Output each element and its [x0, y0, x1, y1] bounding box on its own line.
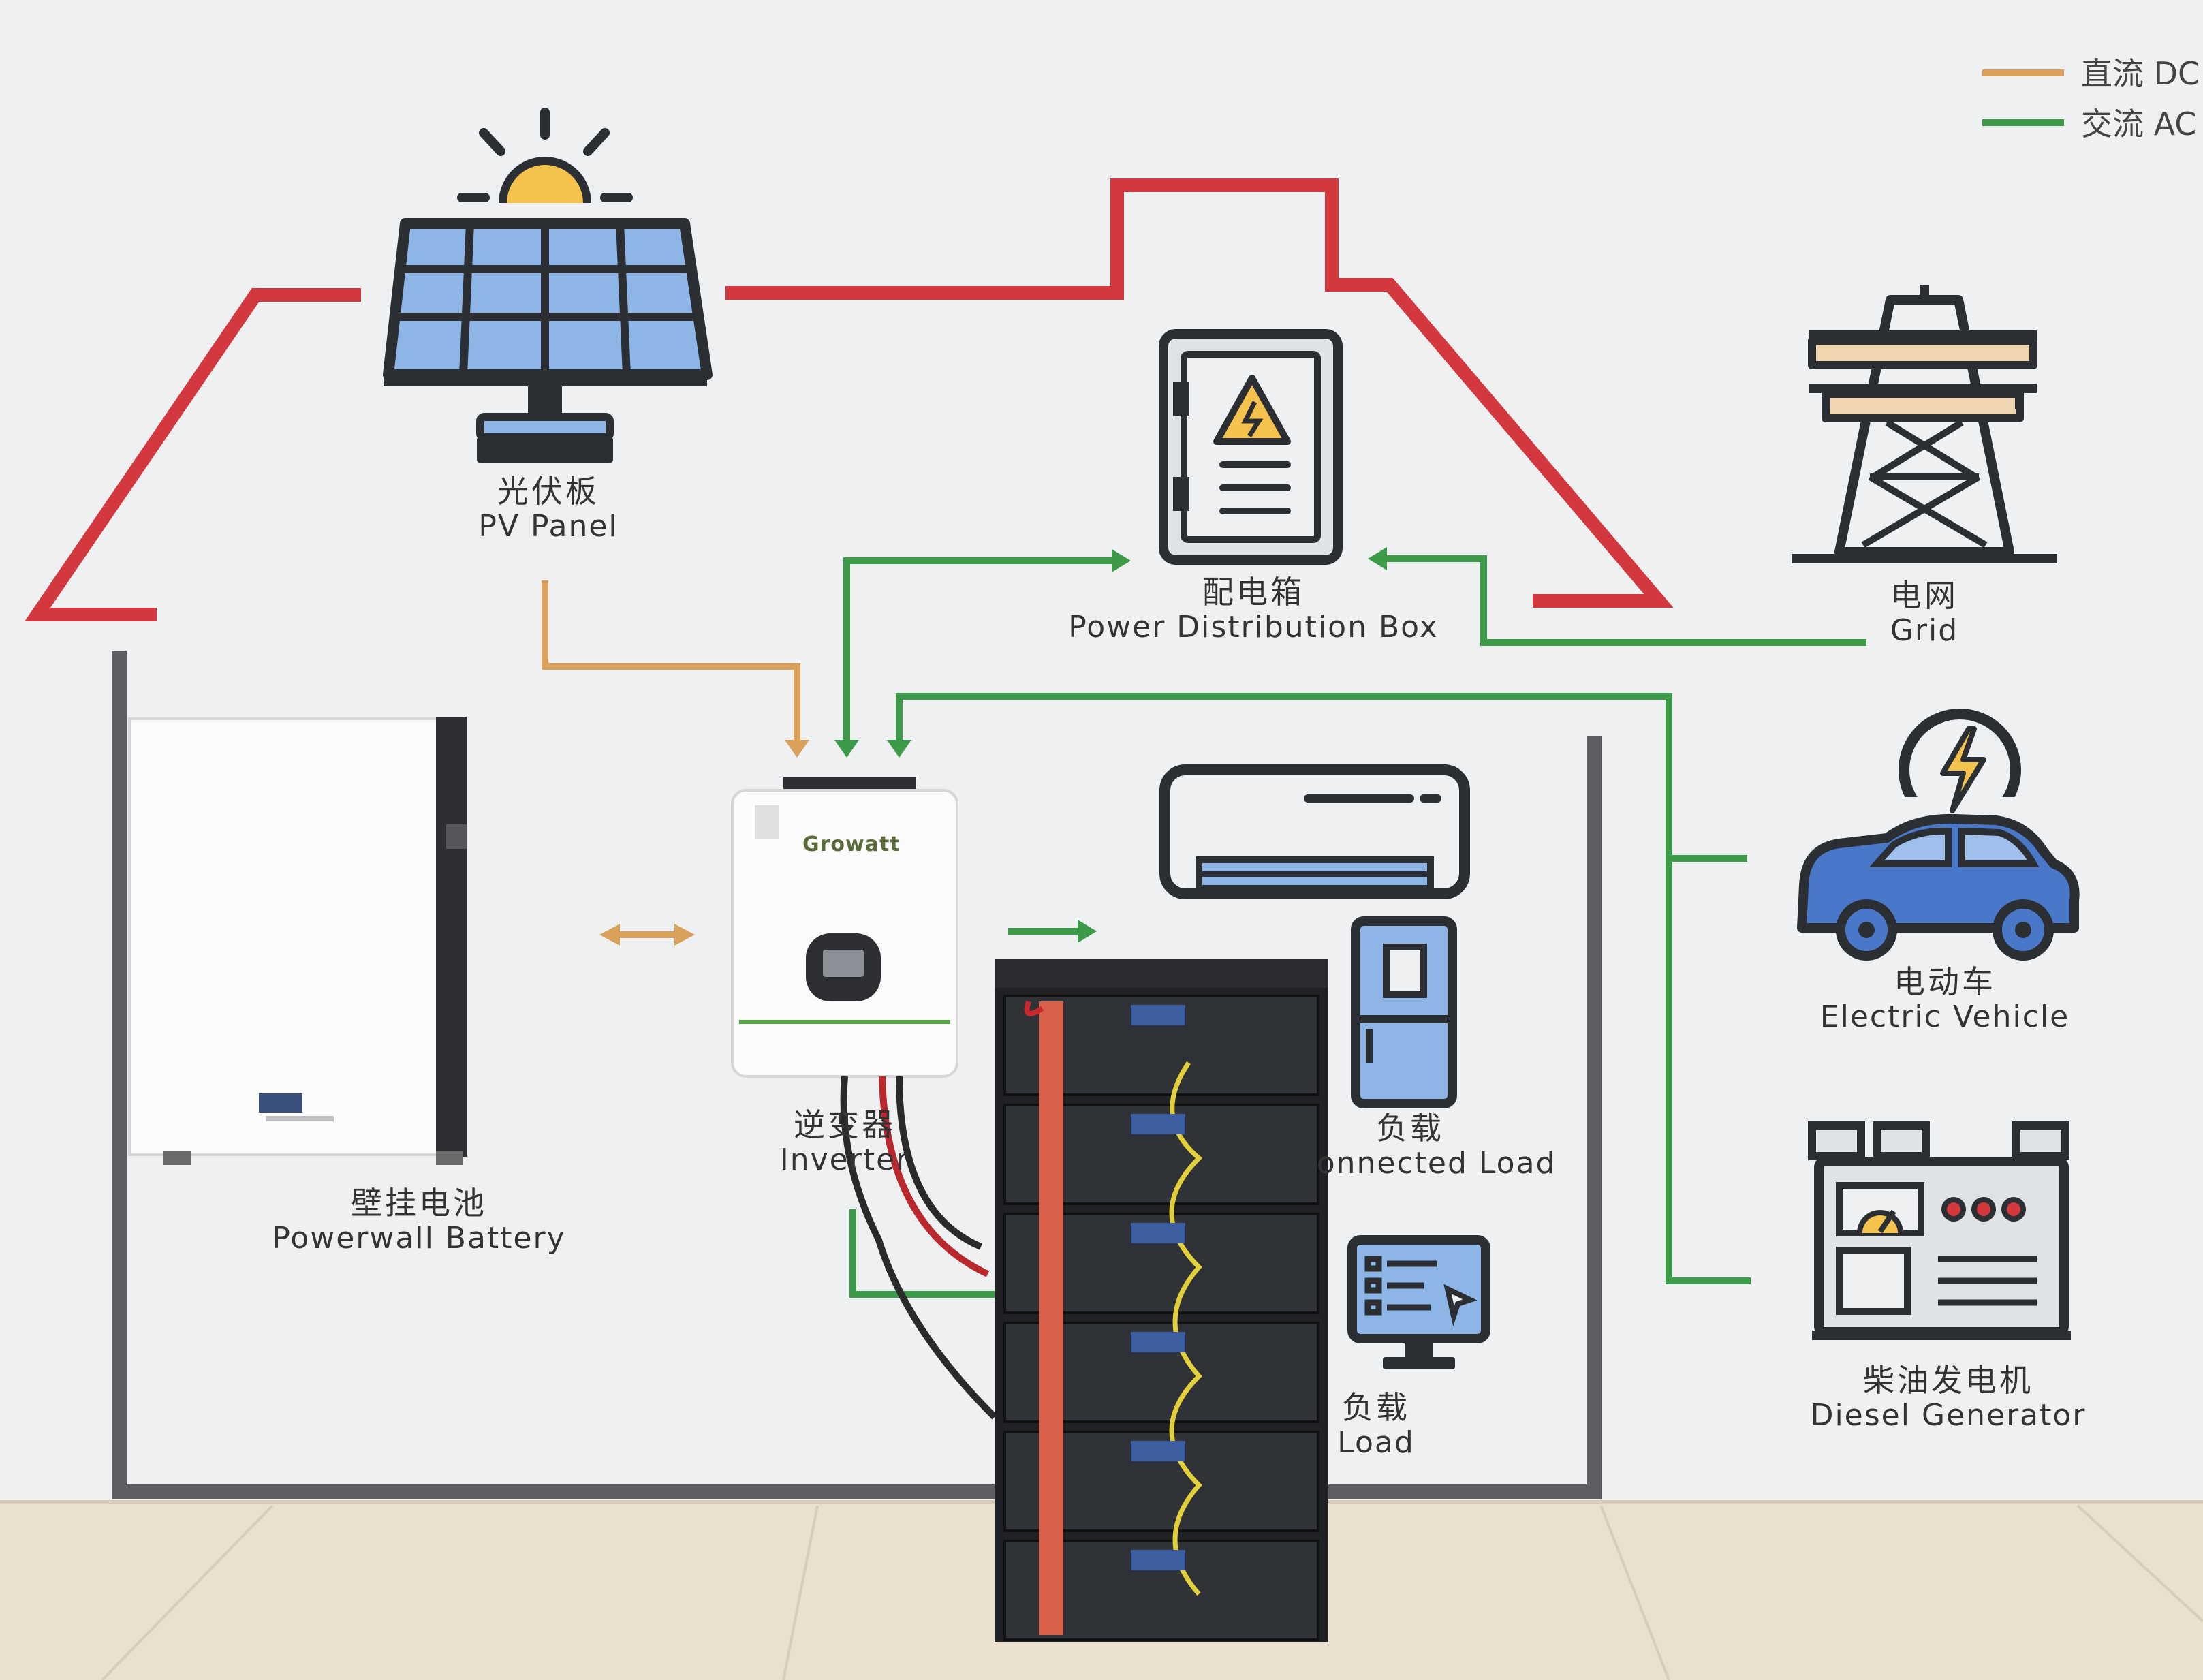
inverter-brand-logo: Growatt: [802, 833, 901, 856]
battery-rack: [995, 959, 1328, 1642]
pv-wiring-line: [25, 178, 1674, 621]
diesel-generator-label-zh: 柴油发电机: [1863, 1362, 2033, 1399]
grid-label: 电网 Grid: [1839, 578, 2010, 648]
generator-icon: [1808, 1121, 2071, 1340]
distribution-box-icon: [1159, 329, 1343, 565]
inverter-device[interactable]: [731, 777, 958, 1078]
connected-load-label-zh: 负载: [1376, 1110, 1444, 1147]
system-frame: [112, 651, 1602, 1499]
connected-load-label: 负载 Connected Load: [1294, 1110, 1557, 1181]
powerwall-label: 壁挂电池 Powerwall Battery: [245, 1185, 593, 1256]
refrigerator-icon: [1351, 916, 1457, 1108]
monitor-icon: [1347, 1235, 1490, 1369]
inverter-label-en: Inverter: [779, 1142, 910, 1177]
inverter-cables: [840, 1076, 997, 1420]
inverter-label: 逆变器 Inverter: [743, 1107, 947, 1177]
powerwall-label-en: Powerwall Battery: [272, 1220, 566, 1256]
diesel-generator-label-en: Diesel Generator: [1810, 1397, 2087, 1433]
grid-label-zh: 电网: [1890, 577, 1958, 614]
other-load-label-zh: 负载: [1342, 1389, 1410, 1426]
electric-vehicle-label-en: Electric Vehicle: [1819, 999, 2070, 1034]
ac-lines: [834, 547, 1866, 1298]
electric-vehicle-label-zh: 电动车: [1894, 963, 1996, 1000]
transmission-tower-icon: [1792, 285, 2057, 563]
powerwall-label-zh: 壁挂电池: [351, 1185, 487, 1222]
grid-label-en: Grid: [1890, 612, 1959, 648]
powerwall-battery: [128, 717, 467, 1165]
pv-panel-label-en: PV Panel: [478, 508, 619, 544]
electric-car-icon: [1797, 709, 2080, 961]
solar-panel-icon: [383, 218, 713, 463]
distribution-box-label-zh: 配电箱: [1202, 574, 1304, 610]
pv-panel-label-zh: 光伏板: [497, 473, 599, 510]
legend-dc-label: 直流 DC: [2081, 55, 2200, 92]
distribution-box-label-en: Power Distribution Box: [1068, 609, 1439, 644]
pv-panel-label: 光伏板 PV Panel: [436, 473, 661, 544]
inverter-label-zh: 逆变器: [794, 1106, 896, 1143]
electric-vehicle-label: 电动车 Electric Vehicle: [1798, 964, 2091, 1034]
diesel-generator-label: 柴油发电机 Diesel Generator: [1792, 1363, 2105, 1433]
connected-load-label-en: Connected Load: [1294, 1145, 1557, 1181]
other-load-label-en: Load: [1337, 1425, 1415, 1460]
legend-ac-label: 交流 AC: [2081, 106, 2197, 142]
dc-lines: [542, 580, 809, 946]
air-conditioner-icon: [1159, 764, 1470, 899]
other-load-label: 负载 Load: [1301, 1390, 1451, 1460]
distribution-box-label: 配电箱 Power Distribution Box: [1063, 574, 1444, 644]
